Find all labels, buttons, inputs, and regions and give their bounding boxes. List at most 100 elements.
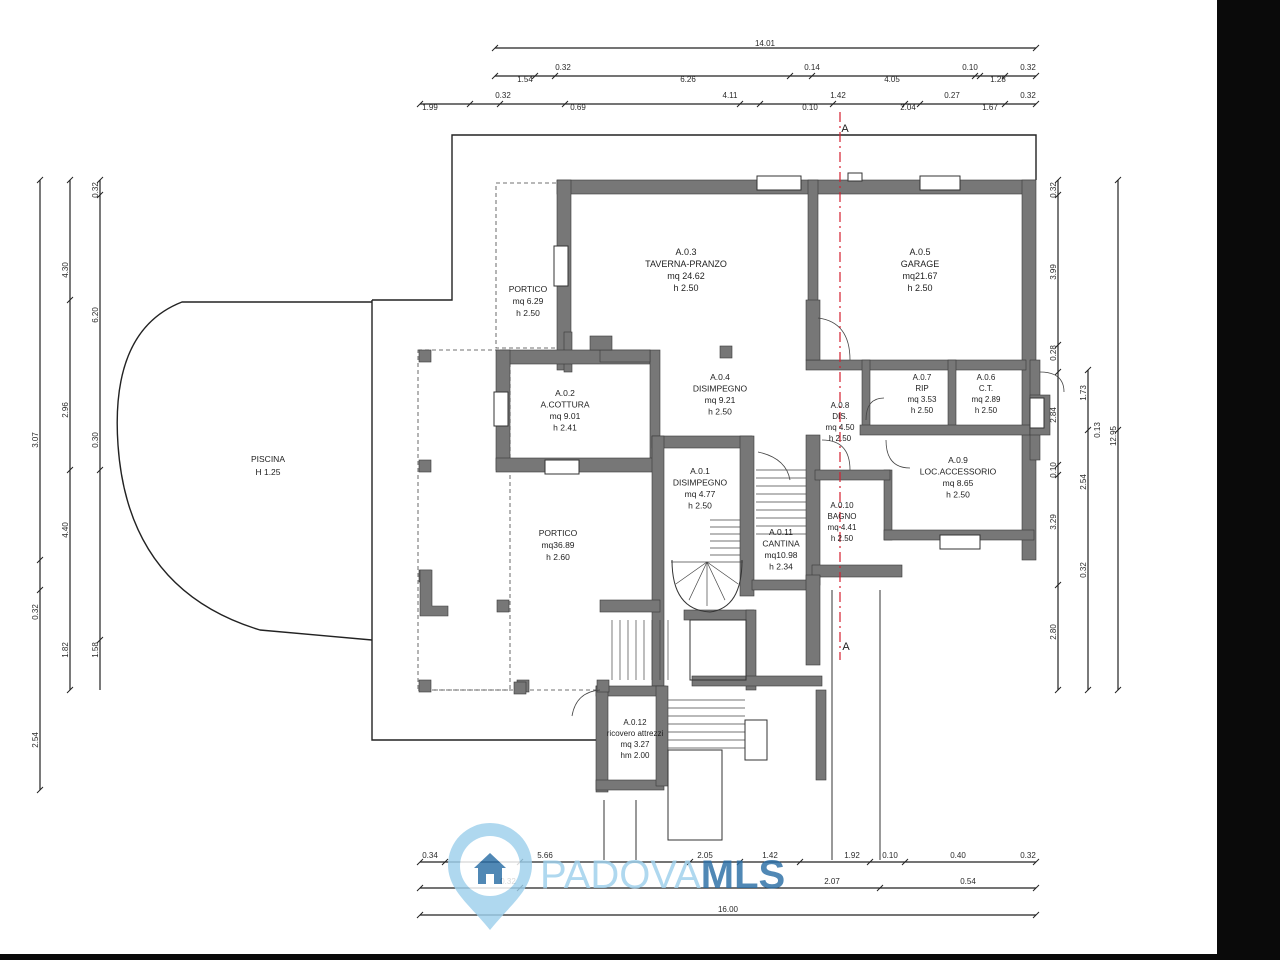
stair-landing	[689, 619, 747, 681]
home-icon	[474, 853, 506, 884]
dimension-tick	[441, 858, 449, 866]
dimension-tick	[36, 556, 44, 564]
dimension-tick	[561, 100, 569, 108]
dim-text: 0.32	[1020, 851, 1036, 860]
dim-text: 0.27	[944, 91, 960, 100]
dimension-tick	[1001, 100, 1009, 108]
pillar	[496, 599, 510, 613]
section-mark-bottom: A	[842, 641, 850, 653]
pillar	[419, 569, 449, 617]
dimension-tick	[1032, 100, 1040, 108]
wall-segment	[883, 469, 893, 541]
dim-text: 2.54	[31, 732, 40, 748]
wall-segment	[589, 335, 613, 351]
dimension-tick	[736, 100, 744, 108]
door-swing	[817, 317, 851, 361]
dimension-tick	[1114, 176, 1122, 184]
pillar	[513, 681, 527, 695]
spiral-stair	[671, 559, 743, 613]
pool-outline	[116, 301, 373, 641]
room-name: RIP	[915, 384, 928, 393]
room-height: h 2.50	[673, 283, 698, 293]
dimension-tick	[36, 176, 44, 184]
dim-text: 0.32	[495, 91, 511, 100]
room-area: mq 3.27	[621, 740, 650, 749]
wall-segment	[805, 434, 821, 586]
portico-height: h 2.50	[516, 308, 540, 318]
dim-text: 0.14	[804, 63, 820, 72]
window-symbol	[919, 175, 961, 191]
dimension-tick	[686, 858, 694, 866]
wall-segment	[655, 685, 669, 787]
dim-text: 0.69	[570, 103, 586, 112]
door-swing	[821, 439, 851, 471]
wall-segment	[805, 299, 821, 361]
room-name: BAGNO	[828, 512, 857, 521]
pool-depth: H 1.25	[255, 467, 280, 477]
dimension-tick	[901, 858, 909, 866]
room-height: h 2.50	[907, 283, 932, 293]
dim-text: 2.07	[824, 877, 840, 886]
room-code: A.0.11	[769, 527, 793, 537]
portico-height: h 2.60	[546, 552, 570, 562]
door-swing	[885, 439, 911, 469]
dimension-tick	[551, 72, 559, 80]
dim-text: 0.10	[1049, 462, 1058, 478]
room-area: mq 4.77	[685, 489, 716, 499]
room-area: mq 8.65	[943, 478, 974, 488]
dim-text: 1.99	[422, 103, 438, 112]
dim-text: 5.66	[537, 851, 553, 860]
dimension-tick	[1084, 366, 1092, 374]
room-code: A.0.9	[948, 455, 968, 465]
dim-overall-bottom: 16.00	[718, 905, 739, 914]
dim-text: 1.28	[990, 75, 1006, 84]
wall-segment	[859, 424, 1031, 436]
dim-text: 6.26	[680, 75, 696, 84]
wall-segment	[805, 574, 821, 666]
dimension-tick	[36, 586, 44, 594]
dimension-tick	[1084, 686, 1092, 694]
dimension-tick	[491, 44, 499, 52]
room-area: mq 24.62	[667, 271, 705, 281]
dim-text: 1.82	[61, 642, 70, 658]
wall-segment	[751, 579, 813, 591]
dim-text: 4.11	[723, 91, 739, 100]
stair-step	[706, 561, 739, 585]
stair-landing	[744, 719, 768, 761]
room-height: h 2.50	[946, 490, 970, 500]
portico-area: mq 6.29	[513, 296, 544, 306]
chimney-symbol	[847, 172, 863, 182]
wall-segment	[691, 675, 823, 687]
dimension-tick	[1054, 471, 1062, 479]
dimension-tick	[1032, 44, 1040, 52]
window-symbol	[1029, 397, 1045, 429]
wall-segment	[947, 359, 957, 431]
dimension-tick	[1114, 686, 1122, 694]
door-swing	[1039, 371, 1065, 393]
dimension-tick	[491, 72, 499, 80]
dimension-tick	[971, 72, 979, 80]
dimension-tick	[1054, 176, 1062, 184]
door-swing	[757, 451, 791, 481]
dimension-tick	[496, 100, 504, 108]
wall-segment	[595, 779, 665, 791]
wall-segment	[599, 349, 651, 363]
room-height: h 2.50	[831, 534, 854, 543]
section-line: AA	[839, 112, 850, 660]
room-name: GARAGE	[901, 259, 940, 269]
plan-details	[493, 172, 1065, 860]
dim-text: 3.07	[31, 432, 40, 448]
padovamls-logo: PADOVAMLS	[448, 823, 785, 930]
dim-text: 2.96	[61, 402, 70, 418]
dimension-tick	[976, 72, 984, 80]
room-height: h 2.50	[688, 501, 712, 511]
room-area: mq21.67	[902, 271, 937, 281]
dimension-tick	[1032, 72, 1040, 80]
dimension-tick	[466, 100, 474, 108]
